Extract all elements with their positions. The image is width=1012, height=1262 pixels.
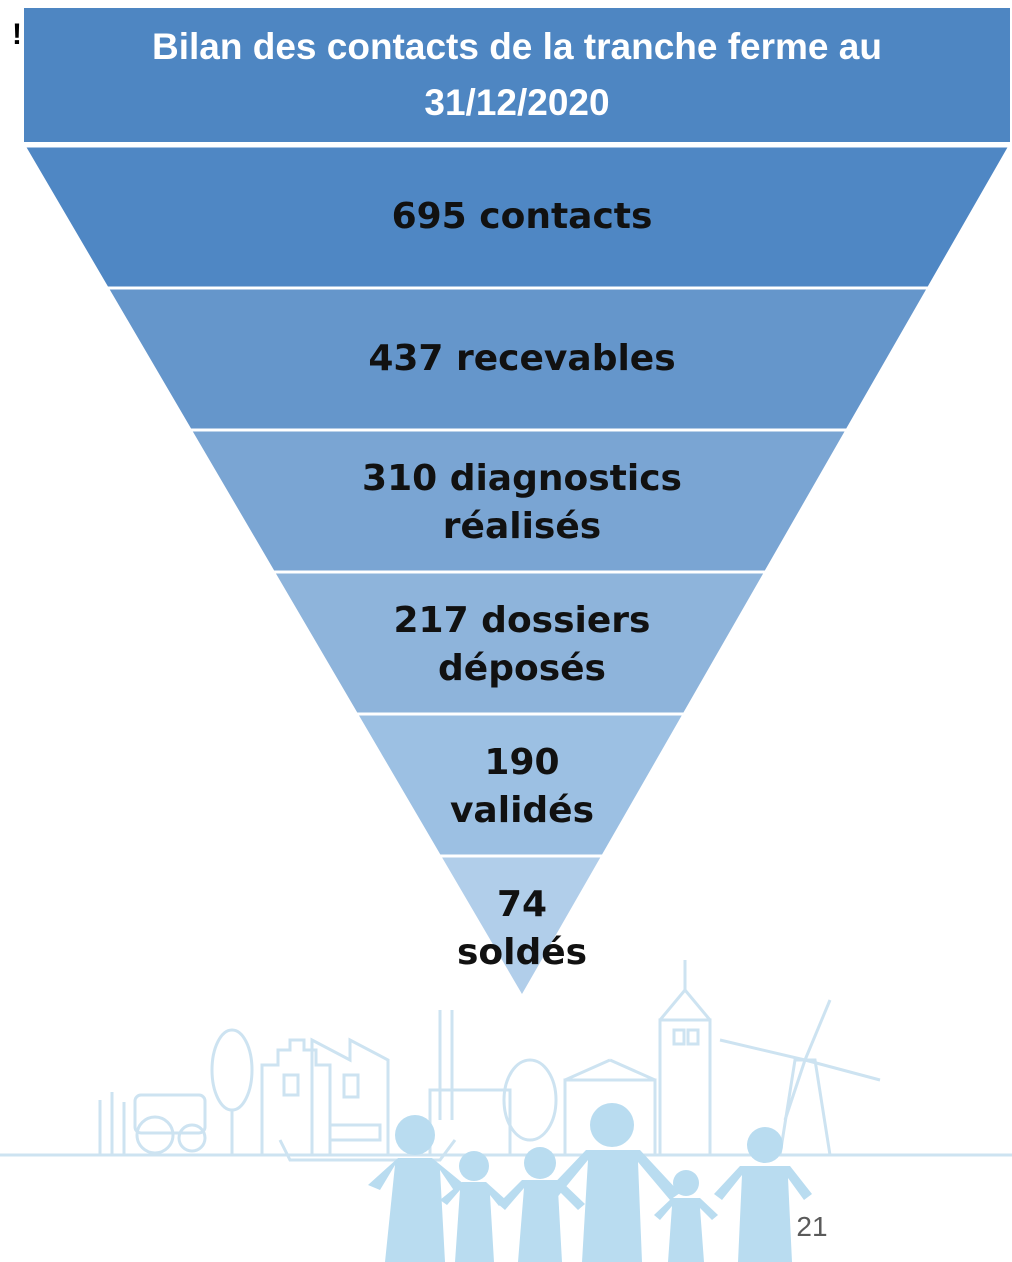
funnel-level-label-recevables: 437 recevables bbox=[368, 338, 676, 379]
family-figures bbox=[368, 1103, 812, 1262]
page-title: Bilan des contacts de la tranche ferme a… bbox=[152, 26, 882, 123]
funnel-level-label-contacts: 695 contacts bbox=[391, 196, 653, 237]
title-banner: Bilan des contacts de la tranche ferme a… bbox=[24, 8, 1010, 142]
funnel-band-6 bbox=[436, 854, 606, 1000]
page-number: 21 bbox=[796, 1211, 828, 1242]
funnel-level-label-diagnostics: 310 diagnostics réalisés bbox=[362, 458, 682, 547]
funnel-level-label-dossiers: 217 dossiers déposés bbox=[393, 600, 651, 689]
funnel-level-label-soldes: 74 soldés bbox=[456, 884, 588, 973]
corner-mark: ! bbox=[12, 20, 22, 50]
funnel-level-label-valides: 190 validés bbox=[449, 742, 595, 831]
village-illustration bbox=[0, 960, 1012, 1162]
